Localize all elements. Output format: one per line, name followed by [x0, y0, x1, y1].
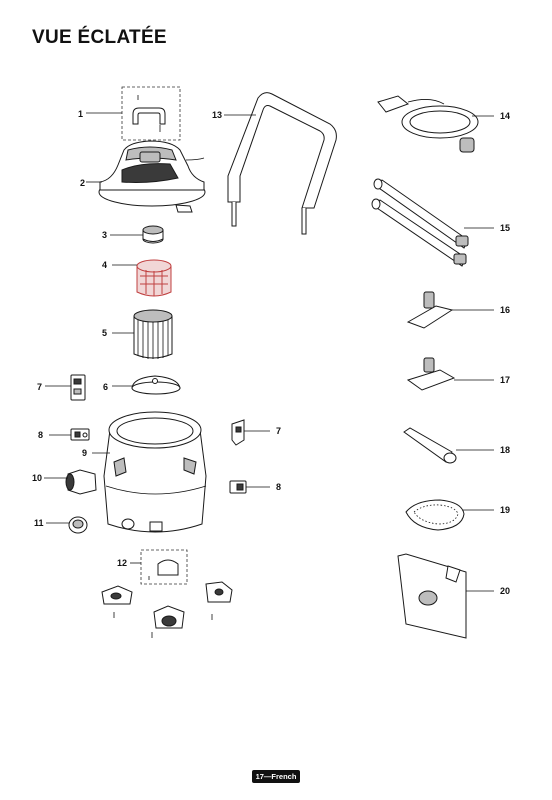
callout-5: 5 [102, 328, 107, 338]
part-9-drum [92, 411, 207, 533]
part-3-float [110, 225, 164, 244]
callout-6: 6 [103, 382, 108, 392]
callout-3: 3 [102, 230, 107, 240]
callout-1: 1 [78, 109, 83, 119]
page-number-badge: 17—French [252, 770, 300, 783]
part-18-crevice-tool [403, 427, 494, 464]
part-11-drain-plug [46, 516, 88, 534]
part-15-wands [371, 178, 494, 267]
callout-8-right: 8 [276, 482, 281, 492]
callout-7-left: 7 [37, 382, 42, 392]
part-8-clip-left [49, 428, 90, 441]
callout-19: 19 [500, 505, 510, 515]
callout-14: 14 [500, 111, 510, 121]
callout-4: 4 [102, 260, 107, 270]
part-10-adapter [44, 469, 97, 495]
part-20-filter-bag [397, 553, 494, 639]
callout-18: 18 [500, 445, 510, 455]
part-16-floor-nozzle [406, 291, 494, 329]
part-19-foam-sleeve [405, 499, 494, 531]
callout-16: 16 [500, 305, 510, 315]
callout-15: 15 [500, 223, 510, 233]
callout-20: 20 [500, 586, 510, 596]
part-4-filter-cage [112, 259, 172, 297]
callout-2: 2 [80, 178, 85, 188]
part-13-handle [224, 92, 337, 235]
part-7-clip-right [231, 419, 270, 446]
callout-10: 10 [32, 473, 42, 483]
callout-7-right: 7 [276, 426, 281, 436]
part-6-lid [112, 375, 181, 395]
part-17-nozzle [406, 357, 494, 391]
callout-13: 13 [212, 110, 222, 120]
callout-9: 9 [82, 448, 87, 458]
callout-11: 11 [34, 518, 44, 528]
part-8-clip-right [229, 480, 270, 494]
part-1-handle [86, 86, 181, 141]
page-title: VUE ÉCLATÉE [32, 27, 167, 48]
part-2-powerhead [86, 140, 206, 213]
part-5-cartridge-filter [112, 309, 173, 359]
callout-8-left: 8 [38, 430, 43, 440]
part-12-casters [101, 549, 233, 638]
callout-17: 17 [500, 375, 510, 385]
part-14-hose [377, 95, 494, 153]
callout-12: 12 [117, 558, 127, 568]
part-7-clip-left [45, 374, 86, 401]
